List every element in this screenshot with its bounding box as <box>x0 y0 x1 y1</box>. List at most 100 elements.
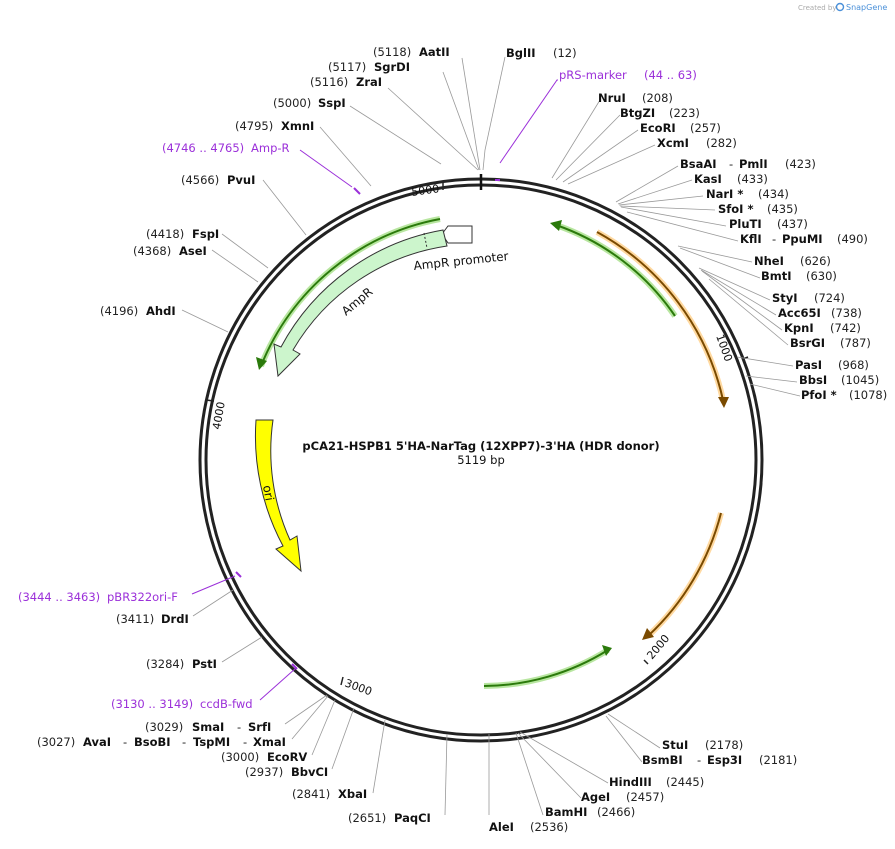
site-bglii[interactable]: BglII (12) <box>506 46 577 60</box>
site-bsaai-pos: (423) <box>785 157 816 171</box>
primer-ccdb-fwd[interactable]: (3130 .. 3149) ccdB-fwd <box>111 663 298 711</box>
site-acc65i[interactable]: Acc65I (738) <box>778 306 862 320</box>
site-avai-group[interactable]: (3027) AvaI - BsoBI - TspMI - XmaI <box>37 735 286 749</box>
site-kfli-ppumi[interactable]: KflI - PpuMI (490) <box>740 232 868 246</box>
site-kfli-pos: (490) <box>837 232 868 246</box>
site-pasi[interactable]: PasI (968) <box>795 358 869 372</box>
site-pasi-pos: (968) <box>838 358 869 372</box>
tick-label-5000: 5000 <box>411 182 441 199</box>
primer-pbr322ori-f-range: (3444 .. 3463) <box>18 590 100 604</box>
site-paqci-pos: (2651) <box>348 811 386 825</box>
site-sfoi[interactable]: SfoI * (435) <box>718 202 798 216</box>
site-bsrgi-pos: (787) <box>840 336 871 350</box>
site-ecori[interactable]: EcoRI (257) <box>640 121 721 135</box>
site-agei[interactable]: AgeI (2457) <box>581 790 664 804</box>
feature-arc-orange-bottom <box>642 512 724 640</box>
site-psti[interactable]: (3284) PstI <box>146 657 217 671</box>
site-bbsi[interactable]: BbsI (1045) <box>799 373 879 387</box>
site-drdi[interactable]: (3411) DrdI <box>116 612 189 626</box>
site-pfoi-name: PfoI * <box>801 388 837 402</box>
site-nari[interactable]: NarI * (434) <box>706 187 789 201</box>
feature-ori: ori <box>254 419 302 573</box>
feature-label-ori: ori <box>260 484 276 502</box>
feature-arc-green-top <box>550 220 678 318</box>
site-xmni-pos: (4795) <box>235 119 273 133</box>
site-pvui[interactable]: (4566) PvuI <box>181 173 255 187</box>
site-kfli-sep: - <box>772 232 776 246</box>
site-aatii[interactable]: (5118) AatII <box>373 45 450 59</box>
site-kpni-pos: (742) <box>830 321 861 335</box>
site-stui-name: StuI <box>662 738 688 752</box>
site-bsobi-sep: - <box>182 735 186 749</box>
site-bamhi-name: BamHI <box>545 805 587 819</box>
site-stui[interactable]: StuI (2178) <box>662 738 743 752</box>
site-fspi-name: FspI <box>192 227 219 241</box>
site-xmni[interactable]: (4795) XmnI <box>235 119 314 133</box>
site-kasi-pos: (433) <box>737 172 768 186</box>
right-leader-lines <box>482 56 801 816</box>
site-xbai-name: XbaI <box>338 787 367 801</box>
tick-3000: 3000 <box>340 677 374 698</box>
site-xmai-name: XmaI <box>253 735 286 749</box>
site-btgzi[interactable]: BtgZI (223) <box>620 106 700 120</box>
site-bbvci[interactable]: (2937) BbvCI <box>245 765 328 779</box>
site-kpni[interactable]: KpnI (742) <box>784 321 861 335</box>
site-bmti[interactable]: BmtI (630) <box>761 269 837 283</box>
site-srfi-name: SrfI <box>248 720 271 734</box>
site-bsobi-name: BsoBI <box>134 735 171 749</box>
site-stui-pos: (2178) <box>705 738 743 752</box>
site-bsrgi[interactable]: BsrGI (787) <box>790 336 871 350</box>
site-nrui[interactable]: NruI (208) <box>598 91 673 105</box>
site-bglii-name: BglII <box>506 46 536 60</box>
feature-arc-orange-top <box>595 229 729 408</box>
site-bsmbi-sep: - <box>697 753 701 767</box>
snapgene-logo-icon <box>835 2 845 12</box>
site-hindiii[interactable]: HindIII (2445) <box>609 775 704 789</box>
site-nhei-name: NheI <box>754 254 784 268</box>
site-pfoi[interactable]: PfoI * (1078) <box>801 388 887 402</box>
site-kasi[interactable]: KasI (433) <box>694 172 768 186</box>
site-xbai[interactable]: (2841) XbaI <box>292 787 367 801</box>
primer-amp-r[interactable]: (4746 .. 4765) Amp-R <box>162 141 361 195</box>
site-styi-pos: (724) <box>814 291 845 305</box>
site-styi[interactable]: StyI (724) <box>772 291 845 305</box>
site-hindiii-pos: (2445) <box>666 775 704 789</box>
primer-pbr322ori-f[interactable]: (3444 .. 3463) pBR322ori-F <box>18 571 242 604</box>
site-bsmbi-pos: (2181) <box>759 753 797 767</box>
site-nhei[interactable]: NheI (626) <box>754 254 831 268</box>
feature-label-ampr-promoter: AmpR promoter <box>413 249 509 273</box>
site-bamhi[interactable]: BamHI (2466) <box>545 805 635 819</box>
map-length: 5119 bp <box>457 453 505 467</box>
site-smai-sep: - <box>237 720 241 734</box>
site-ecorv[interactable]: (3000) EcoRV <box>221 750 307 764</box>
site-pluti-name: PluTI <box>729 217 762 231</box>
site-alei-name: AleI <box>489 820 514 834</box>
site-asei[interactable]: (4368) AseI <box>133 244 207 258</box>
watermark-created-by: Created by <box>798 4 837 12</box>
site-zrai[interactable]: (5116) ZraI <box>310 75 382 89</box>
site-kfli-name: KflI <box>740 232 762 246</box>
site-xcmi[interactable]: XcmI (282) <box>657 136 737 150</box>
site-fspi[interactable]: (4418) FspI <box>146 227 219 241</box>
primer-prs-marker[interactable]: pRS-marker (44 .. 63) <box>495 68 697 181</box>
site-bsmbi-name: BsmBI <box>642 753 683 767</box>
site-btgzi-pos: (223) <box>669 106 700 120</box>
site-bsmbi-esp3i[interactable]: BsmBI - Esp3I (2181) <box>642 753 797 767</box>
site-alei[interactable]: AleI (2536) <box>489 820 568 834</box>
site-sspi-pos: (5000) <box>273 96 311 110</box>
site-paqci[interactable]: (2651) PaqCI <box>348 811 431 825</box>
site-fspi-pos: (4418) <box>146 227 184 241</box>
site-sspi[interactable]: (5000) SspI <box>273 96 346 110</box>
site-bamhi-pos: (2466) <box>597 805 635 819</box>
feature-arc-green-bottom <box>483 645 612 689</box>
site-sgrdi[interactable]: (5117) SgrDI <box>328 60 410 74</box>
site-ecorv-name: EcoRV <box>267 750 307 764</box>
site-nari-pos: (434) <box>758 187 789 201</box>
site-acc65i-pos: (738) <box>831 306 862 320</box>
site-smai-srfi[interactable]: (3029) SmaI - SrfI <box>145 720 271 734</box>
primer-prs-marker-name: pRS-marker <box>559 68 627 82</box>
site-kpni-name: KpnI <box>784 321 814 335</box>
site-pluti[interactable]: PluTI (437) <box>729 217 808 231</box>
site-ahdi[interactable]: (4196) AhdI <box>100 304 176 318</box>
site-bsaai-pmli[interactable]: BsaAI - PmlI (423) <box>680 157 816 171</box>
